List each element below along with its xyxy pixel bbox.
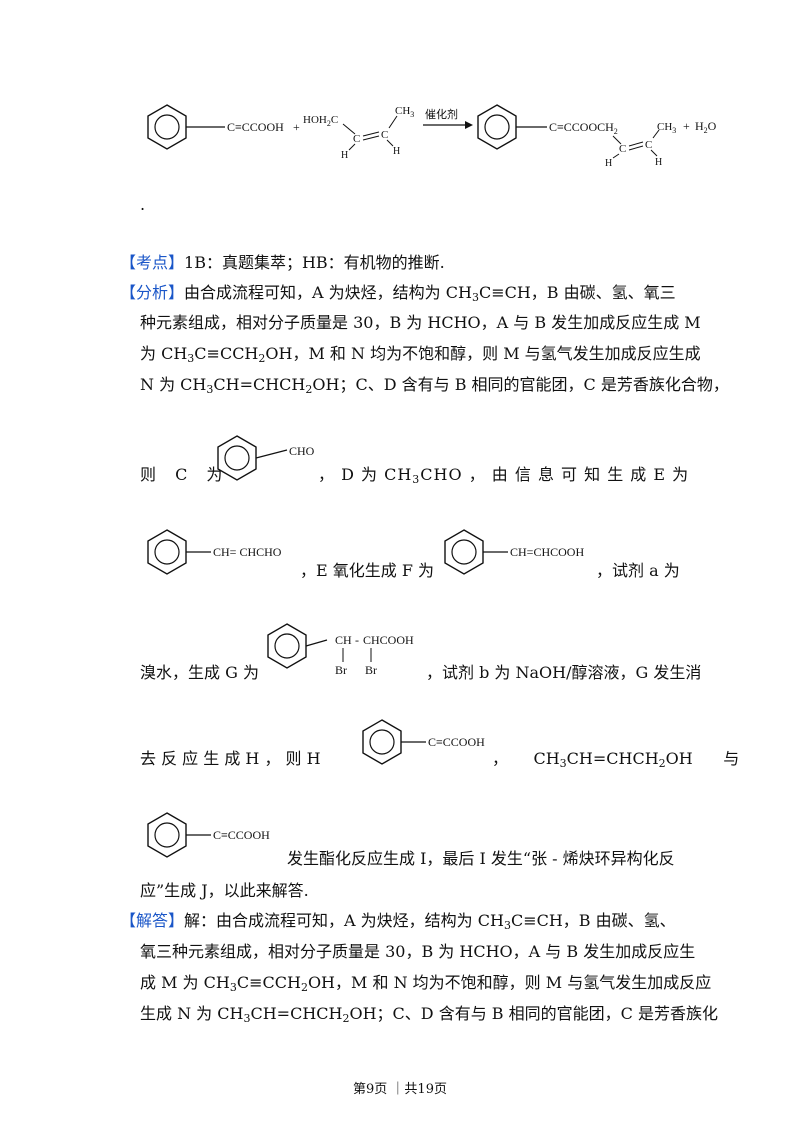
reagent-b-text: ，试剂 b 为 NaOH/醇溶液，G 发生消: [426, 663, 702, 682]
i-group: C≡CCOOH: [213, 828, 270, 842]
benzene-ring-icon: [362, 719, 402, 765]
g-br-2: Br: [365, 663, 377, 677]
hydrogen-4: H: [655, 157, 662, 168]
benzaldehyde-structure: CHO: [217, 435, 315, 481]
benzene-ring-icon: [147, 812, 187, 858]
jieda-line-1: 【解答】解：由合成流程可知，A 为炔烃，结构为 CH3C≡CH，B 由碳、氢、: [120, 911, 676, 932]
h-structure: C≡CCOOH: [362, 719, 485, 765]
cho-group: CHO: [289, 444, 315, 458]
ester-text: 发生酯化反应生成 I，最后 I 发生“张 - 烯炔环异构化反: [287, 849, 675, 868]
reaction-arrow-icon: [465, 121, 473, 129]
g-chcooh: CHCOOH: [363, 633, 414, 647]
jieda-line-2: 氧三种元素组成，相对分子质量是 30，B 为 HCHO，A 与 B 发生加成反应…: [140, 942, 696, 961]
and-line: ， CH3CH=CHCH2OH 与: [492, 749, 740, 770]
jieda-line-3: 成 M 为 CH3C≡CCH2OH，M 和 N 均为不饱和醇，则 M 与氢气发生…: [140, 973, 712, 994]
e-structure: CH= CHCHO: [147, 529, 282, 575]
product-methyl: CH3: [657, 121, 676, 135]
benzene-ring-icon: [217, 435, 257, 481]
plus-sign-2: +: [683, 119, 690, 133]
fenxi-line-3: 为 CH3C≡CCH2OH，M 和 N 均为不饱和醇，则 M 与氢气发生加成反应…: [140, 344, 701, 365]
product-carbon-2: C: [645, 139, 652, 151]
h-group: C≡CCOOH: [428, 735, 485, 749]
benzene-ring-icon: [444, 529, 484, 575]
benzene-ring-icon: [147, 529, 187, 575]
alkene-carbon-1: C: [353, 133, 360, 145]
elim-text: 去 反 应 生 成 H ， 则 H: [140, 749, 321, 768]
d-is-line: ， D 为 CH3CHO ， 由 信 息 可 知 生 成 E 为: [318, 465, 690, 486]
hydrogen-1: H: [341, 150, 348, 161]
benzene-ring-icon: [267, 623, 307, 669]
g-ch: CH: [335, 633, 352, 647]
e-to-f-text: ，E 氧化生成 F 为: [300, 561, 435, 580]
reaction-equation: C≡CCOOH + HOH2C C C CH3 H H 催化剂 C≡CCOOCH…: [147, 104, 717, 169]
g-dash: -: [355, 633, 359, 647]
plus-sign: +: [293, 120, 300, 134]
benzene-ring-icon: [477, 104, 517, 150]
methyl-group: CH3: [395, 105, 414, 119]
period-mark: .: [140, 195, 146, 214]
page-footer: 第9页 ｜共19页: [353, 1082, 447, 1097]
f-group: CH=CHCOOH: [510, 545, 584, 559]
last-text: 应”生成 J，以此来解答.: [140, 881, 309, 900]
hydrogen-3: H: [605, 158, 612, 169]
i-structure: C≡CCOOH: [147, 812, 270, 858]
kaodian-line: 【考点】1B：真题集萃；HB：有机物的推断.: [120, 252, 445, 274]
hydrogen-2: H: [393, 146, 400, 157]
product-carbon-1: C: [619, 143, 626, 155]
reagent-a-text: ，试剂 a 为: [596, 561, 680, 580]
jieda-tag: 【解答】: [120, 911, 185, 930]
bromine-text: 溴水，生成 G 为: [140, 663, 259, 682]
product-group: C≡CCOOCH2: [549, 120, 618, 136]
c-is-label: 则 C 为: [140, 465, 230, 484]
water: H2O: [695, 119, 717, 135]
fenxi-tag: 【分析】: [120, 283, 185, 302]
fenxi-line-2: 种元素组成，相对分子质量是 30，B 为 HCHO，A 与 B 发生加成反应生成…: [140, 313, 701, 332]
g-structure: CH - CHCOOH Br Br: [267, 623, 414, 677]
kaodian-tag: 【考点】: [120, 253, 185, 272]
reactant-group: C≡CCOOH: [227, 120, 284, 134]
kaodian-text: 1B：真题集萃；HB：有机物的推断.: [184, 253, 445, 272]
e-group: CH= CHCHO: [213, 545, 282, 559]
g-br-1: Br: [335, 663, 347, 677]
catalyst-label: 催化剂: [425, 107, 458, 121]
fenxi-line-1: 【分析】由合成流程可知，A 为炔烃，结构为 CH3C≡CH，B 由碳、氢、氧三: [120, 283, 676, 304]
benzene-ring-icon: [147, 104, 187, 150]
f-structure: CH=CHCOOH: [444, 529, 584, 575]
alkene-carbon-2: C: [381, 129, 388, 141]
fenxi-line-4: N 为 CH3CH=CHCH2OH；C、D 含有与 B 相同的官能团，C 是芳香…: [140, 375, 729, 396]
alcohol-fragment: HOH2C: [303, 114, 338, 128]
jieda-line-4: 生成 N 为 CH3CH=CHCH2OH；C、D 含有与 B 相同的官能团，C …: [140, 1004, 718, 1025]
